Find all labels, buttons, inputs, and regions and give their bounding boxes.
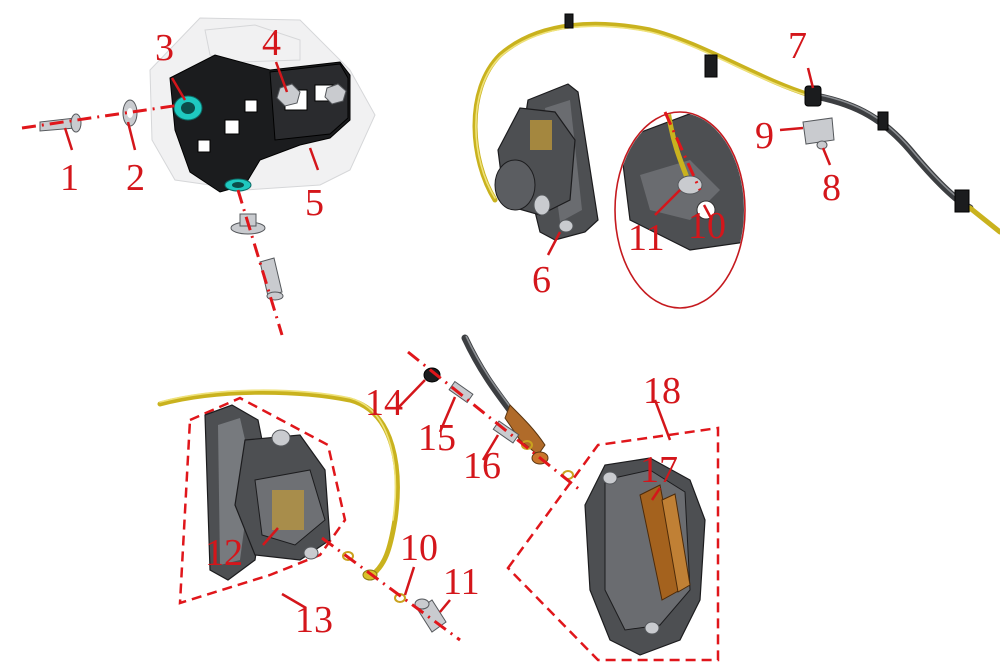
front-brake-panel: 10 11 12 13 14 15 16 17 18 bbox=[157, 334, 720, 662]
callout-label: 1 bbox=[60, 157, 79, 199]
bracket-window bbox=[244, 99, 258, 113]
bracket-window bbox=[224, 119, 240, 135]
bolt-1-head bbox=[70, 113, 82, 133]
leader-line bbox=[262, 527, 279, 546]
brake-pad-12 bbox=[272, 490, 304, 530]
callout-label: 18 bbox=[643, 370, 681, 412]
front-dark-hose bbox=[461, 334, 514, 414]
callout-label: 2 bbox=[126, 157, 145, 199]
leader-line bbox=[403, 566, 416, 596]
leader-line bbox=[281, 592, 307, 610]
leader-line bbox=[650, 487, 662, 501]
callout-label: 10 bbox=[400, 527, 438, 569]
leader-line bbox=[653, 399, 672, 441]
caliper-group-outline-13 bbox=[178, 396, 347, 605]
leader-line bbox=[439, 599, 451, 613]
axis-line bbox=[321, 536, 461, 642]
lower-bushing-hole bbox=[232, 182, 244, 188]
callout-label: 17 bbox=[640, 449, 678, 491]
leader-line bbox=[481, 434, 500, 461]
hose-clamp-7 bbox=[804, 85, 822, 107]
dark-brake-line bbox=[806, 91, 974, 212]
callout-label: 13 bbox=[295, 599, 333, 641]
hose-highlight bbox=[809, 92, 971, 207]
leader-line bbox=[654, 189, 681, 216]
leader-line bbox=[546, 231, 562, 256]
callout-label: 15 bbox=[418, 417, 456, 459]
caliper-bolt bbox=[303, 546, 319, 560]
flange-bolt-end bbox=[266, 291, 284, 301]
caliper-bolt bbox=[644, 621, 660, 635]
copper-washer bbox=[342, 551, 354, 561]
clip-14 bbox=[423, 367, 441, 383]
callout-label: 3 bbox=[155, 27, 174, 69]
washer-2-hole bbox=[127, 108, 133, 118]
caliper-group-outline-18 bbox=[506, 426, 720, 662]
callout-label: 6 bbox=[532, 259, 551, 301]
axis-line bbox=[407, 350, 581, 492]
callout-label: 5 bbox=[305, 182, 324, 224]
leader-line bbox=[274, 61, 289, 93]
bracket-window bbox=[197, 139, 211, 153]
hose-clip bbox=[954, 189, 970, 213]
brake-pad-17 bbox=[661, 493, 691, 593]
upper-bushing-hole bbox=[181, 102, 195, 114]
caliper-bolt bbox=[271, 429, 291, 447]
mount-bolt-6 bbox=[558, 219, 574, 233]
callout-label: 9 bbox=[755, 115, 774, 157]
brake-pad bbox=[530, 120, 552, 150]
rear-brake-panel: 6 7 8 9 10 11 bbox=[472, 13, 1000, 309]
bleeder-15 bbox=[448, 380, 474, 404]
callout-label: 11 bbox=[443, 561, 480, 603]
clip-bracket-9 bbox=[802, 117, 835, 145]
hose-highlight bbox=[475, 25, 810, 199]
bracket-bolt-8 bbox=[816, 140, 828, 150]
callout-label: 7 bbox=[788, 25, 807, 67]
callout-label: 16 bbox=[463, 445, 501, 487]
hose-clip bbox=[704, 54, 718, 78]
banjo-bolt-closeup bbox=[677, 175, 703, 195]
leader-line bbox=[702, 204, 714, 221]
callout-label: 11 bbox=[628, 217, 665, 259]
axis-line bbox=[21, 103, 181, 130]
banjo-bolt-head bbox=[414, 598, 430, 610]
yellow-brake-hose-end bbox=[967, 205, 1000, 235]
leader-line bbox=[438, 396, 457, 433]
hose-highlight bbox=[465, 335, 512, 409]
leader-line bbox=[806, 67, 815, 89]
hose-clip bbox=[564, 13, 574, 29]
hose-highlight bbox=[159, 389, 397, 521]
leader-line bbox=[170, 77, 187, 101]
callout-label: 12 bbox=[205, 532, 243, 574]
bleeder-bolt bbox=[533, 194, 551, 216]
leader-line bbox=[308, 147, 320, 171]
leader-line bbox=[63, 127, 74, 151]
leader-line bbox=[821, 147, 832, 166]
leader-line bbox=[397, 379, 426, 409]
callout-label: 8 bbox=[822, 167, 841, 209]
callout-label: 10 bbox=[688, 205, 726, 247]
leader-line bbox=[779, 126, 804, 132]
caliper-bolt bbox=[602, 471, 618, 485]
callout-label: 14 bbox=[365, 382, 403, 424]
flange-bolt-shank bbox=[259, 257, 283, 297]
hose-clip bbox=[877, 111, 889, 131]
caliper-piston bbox=[494, 159, 536, 211]
bracket-nut bbox=[276, 83, 301, 107]
bracket-assembly-panel: 1 2 3 4 5 bbox=[21, 17, 376, 336]
leader-line bbox=[126, 121, 137, 151]
ghost-housing-detail bbox=[204, 24, 301, 63]
bracket-nut bbox=[324, 83, 347, 105]
callout-label: 4 bbox=[262, 22, 281, 64]
bracket-side-face bbox=[269, 63, 349, 141]
